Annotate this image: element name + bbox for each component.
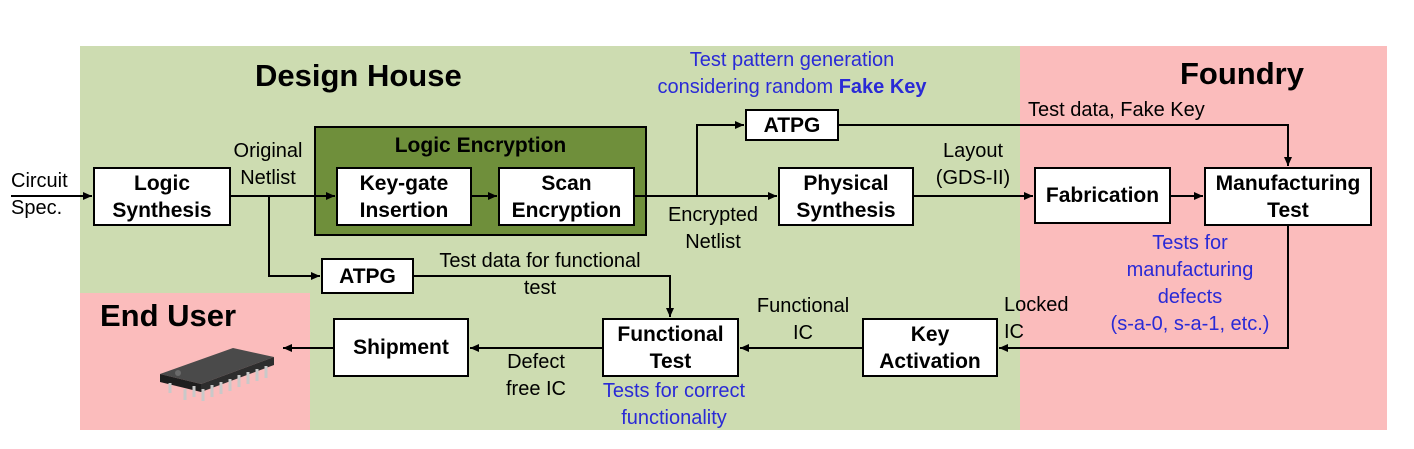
tests-correct-line2: functionality (621, 407, 727, 429)
test-pattern-line1: Test pattern generation (689, 49, 895, 71)
arrow-to-atpg-top (696, 121, 744, 196)
tests-correct-functionality-label: Tests for correct functionality (584, 378, 764, 432)
shipment-label: Shipment (353, 336, 449, 359)
logic-synthesis-line1: Logic (134, 171, 190, 195)
logic-encryption-title: Logic Encryption (394, 134, 567, 157)
manufacturing-test-line1: Manufacturing (1215, 171, 1361, 195)
tests-correct-line1: Tests for correct (602, 380, 746, 402)
arrow-atpg-to-functional-test (414, 275, 674, 317)
end-user-title: End User (100, 298, 237, 333)
ic-chip-icon (160, 348, 274, 401)
original-netlist-line2: Netlist (240, 167, 296, 189)
atpg-bottom-label: ATPG (339, 264, 396, 288)
original-netlist-line1: Original (233, 140, 303, 162)
functional-test-line2: Test (649, 349, 692, 373)
tests-manufacturing-label: Tests for manufacturing defects (s-a-0, s-a… (1090, 230, 1290, 338)
test-pattern-line2-prefix: considering random (657, 76, 839, 98)
layout-label: Layout (GDS-II) (920, 138, 1026, 192)
arrow-atpg-to-manufacturing (839, 124, 1292, 166)
test-pattern-generation-label: Test pattern generation considering rand… (622, 47, 962, 101)
physical-synthesis-line2: Synthesis (796, 198, 896, 222)
test-data-fake-key-label: Test data, Fake Key (1028, 99, 1205, 121)
functional-ic-line2: IC (793, 322, 813, 344)
fabrication-label: Fabrication (1045, 184, 1160, 207)
foundry-region (1020, 46, 1387, 430)
scan-encryption-line2: Encryption (511, 198, 622, 222)
scan-encryption-line1: Scan (541, 171, 592, 195)
manufacturing-test-line2: Test (1267, 198, 1309, 222)
test-data-functional-line2: test (523, 277, 557, 299)
layout-line2: (GDS-II) (935, 167, 1011, 189)
tests-manufacturing-line2: manufacturing (1126, 259, 1254, 281)
tests-manufacturing-line4: (s-a-0, s-a-1, etc.) (1110, 313, 1270, 335)
atpg-bottom-box: ATPG (321, 258, 414, 294)
shipment-box: Shipment (333, 318, 469, 377)
tests-manufacturing-line3: defects (1157, 286, 1223, 308)
logic-synthesis-line2: Synthesis (112, 198, 212, 222)
foundry-title: Foundry (1180, 56, 1304, 91)
arrow-netlist-to-atpg-bottom (268, 196, 320, 280)
design-house-title: Design House (255, 58, 462, 93)
fabrication-box: Fabrication (1034, 167, 1171, 224)
locked-ic-line1: Locked (1004, 294, 1069, 316)
atpg-top-label: ATPG (763, 113, 821, 137)
key-activation-line1: Key (910, 322, 950, 346)
functional-test-line1: Functional (617, 322, 724, 346)
arrow-test-to-key-activation (999, 226, 1289, 352)
encrypted-netlist-line2: Netlist (685, 231, 741, 253)
test-data-functional-label: Test data for functional test (418, 248, 662, 302)
tests-manufacturing-line1: Tests for (1152, 232, 1228, 254)
physical-synthesis-line1: Physical (803, 171, 889, 195)
defect-free-ic-label: Defect free IC (494, 349, 578, 403)
key-activation-line2: Activation (879, 349, 981, 373)
functional-ic-line1: Functional (756, 295, 850, 317)
fake-key-emphasis: Fake Key (838, 76, 927, 98)
test-pattern-line2: considering random Fake Key (622, 74, 962, 101)
keygate-line2: Insertion (359, 198, 449, 222)
defect-free-ic-line1: Defect (507, 351, 565, 373)
layout-line1: Layout (942, 140, 1004, 162)
defect-free-ic-line2: free IC (505, 378, 567, 400)
locked-ic-line2: IC (1004, 321, 1024, 343)
circuit-spec-line1: Circuit (11, 170, 68, 192)
encrypted-netlist-line1: Encrypted (667, 204, 759, 226)
atpg-top-box: ATPG (745, 109, 839, 141)
test-data-functional-line1: Test data for functional (439, 250, 641, 272)
keygate-line1: Key-gate (359, 171, 449, 195)
circuit-spec-line2: Spec. (11, 197, 63, 219)
